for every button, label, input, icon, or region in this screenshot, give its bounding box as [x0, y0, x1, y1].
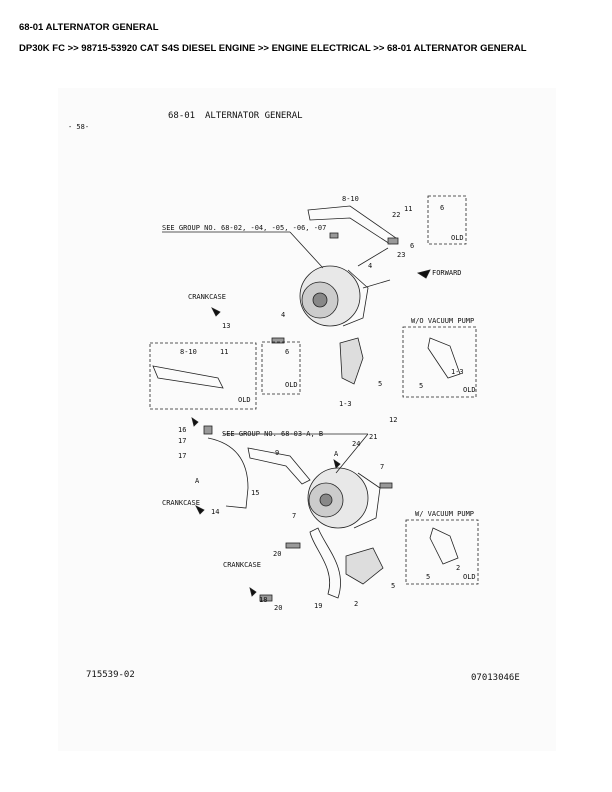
callout: 7	[380, 463, 385, 471]
callout: 21	[369, 433, 378, 441]
callout: 8-10	[180, 348, 197, 356]
callout: 19	[314, 602, 323, 610]
see-group-note: SEE GROUP NO. 68-03-A, B	[222, 430, 324, 438]
callout: 5	[419, 382, 424, 390]
callout: 2	[456, 564, 461, 572]
callout: 15	[251, 489, 260, 497]
callout: 23	[397, 251, 406, 259]
callout: 6	[410, 242, 415, 250]
see-group-note: SEE GROUP NO. 68-02, -04, -05, -06, -07	[162, 224, 327, 232]
callout: 13	[222, 322, 231, 330]
callout: 11	[404, 205, 413, 213]
callout: 5	[426, 573, 431, 581]
callout: CRANKCASE	[162, 499, 200, 507]
callout: OLD	[238, 396, 251, 404]
top-assembly	[152, 205, 431, 389]
callout: 8-10	[342, 195, 359, 203]
breadcrumb: DP30K FC >> 98715-53920 CAT S4S DIESEL E…	[19, 43, 527, 54]
callout: W/O VACUUM PUMP	[411, 317, 475, 325]
callout: 1-3	[451, 368, 464, 376]
callout: 4	[281, 311, 286, 319]
bottom-assembly	[191, 417, 393, 602]
callout: 7	[292, 512, 297, 520]
callout: OLD	[451, 234, 464, 242]
parts-diagram: - 58- 68-01 ALTERNATOR GENERAL 8-10 22 1…	[58, 88, 556, 751]
callout: 17	[178, 437, 187, 445]
callout: 16	[178, 426, 187, 434]
callout: CRANKCASE	[188, 293, 226, 301]
callout: A	[334, 450, 339, 458]
callout: OLD	[285, 381, 298, 389]
callout: A	[195, 477, 200, 485]
footer-right-code: 07013046E	[471, 673, 520, 683]
page-title: 68-01 ALTERNATOR GENERAL	[19, 22, 159, 33]
callout: 22	[392, 211, 401, 219]
callout: 6	[285, 348, 290, 356]
diagram-drawing	[149, 195, 479, 602]
callout: 2	[354, 600, 359, 608]
callout: OLD	[463, 573, 476, 581]
callout: 14	[211, 508, 220, 516]
callout: 6	[440, 204, 445, 212]
callout: OLD	[463, 386, 476, 394]
callout: 5	[391, 582, 396, 590]
callout: CRANKCASE	[223, 561, 261, 569]
callout: 20	[273, 550, 282, 558]
callout: 18	[259, 596, 268, 604]
callout: 11	[220, 348, 229, 356]
footer-left-code: 715539-02	[86, 670, 135, 680]
callout: 20	[274, 604, 283, 612]
callout: 4	[368, 262, 373, 270]
callout: 1-3	[339, 400, 352, 408]
group-number: 68-01	[168, 111, 196, 121]
callout: 17	[178, 452, 187, 460]
page-number: - 58-	[68, 123, 90, 131]
callout: 9	[275, 449, 280, 457]
group-title: ALTERNATOR GENERAL	[205, 111, 303, 121]
callout: 12	[389, 416, 398, 424]
forward-label: FORWARD	[432, 269, 462, 277]
callout: 24	[352, 440, 361, 448]
callout: 5	[378, 380, 383, 388]
callout: W/ VACUUM PUMP	[415, 510, 475, 518]
